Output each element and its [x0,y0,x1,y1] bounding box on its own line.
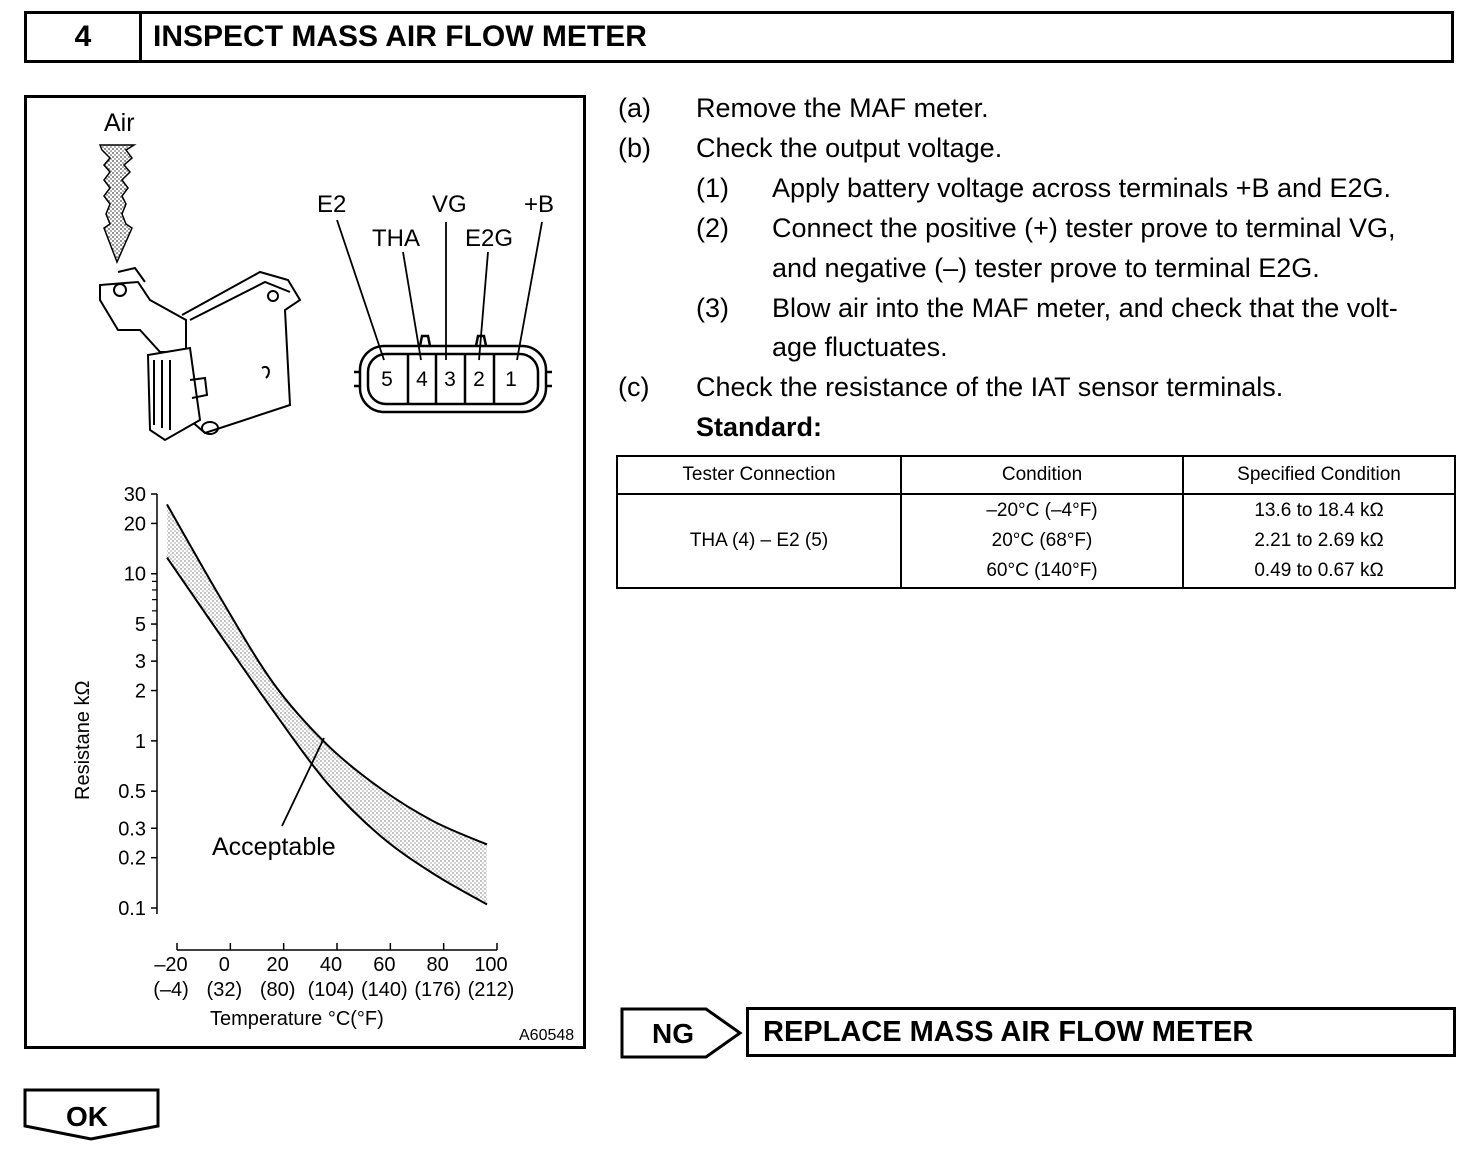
standard-heading: Standard: [696,412,823,442]
resistance-chart: 30 20 10 5 3 2 1 0.5 0.3 0.2 0.1 –20 (–4) 0 (32) 20 (80)… [118,484,514,1001]
y-tick-label: 2 [135,681,146,703]
y-tick-label: 0.1 [118,898,146,920]
x-tick-label-f: (80) [260,979,296,1001]
y-tick-label: 30 [124,484,146,506]
ng-action-box: REPLACE MASS AIR FLOW METER [746,1007,1456,1057]
maf-meter-icon [99,266,302,442]
figure-panel [24,95,586,1049]
pin-5: 5 [381,368,393,391]
step-b3-line1: Blow air into the MAF meter, and check t… [772,293,1398,323]
step-b2-line2: and negative (–) tester prove to termina… [772,253,1320,283]
chart-xlabel: Temperature °C(°F) [210,1008,384,1030]
x-tick-label-f: (32) [207,979,243,1001]
step-b2-line1: Connect the positive (+) tester prove to… [772,213,1396,243]
figure-code: A60548 [519,1027,574,1044]
terminal-tha-label: THA [372,225,420,252]
step-a-text: Remove the MAF meter. [696,93,989,123]
terminal-e2g-label: E2G [465,225,513,252]
condition-3: 60°C (140°F) [986,560,1098,581]
step-b2-label: (2) [696,213,729,243]
pin-3: 3 [444,368,456,391]
x-tick-label: 0 [219,954,230,976]
x-tick-label-f: (140) [361,979,408,1001]
x-tick-label-f: (–4) [153,979,189,1001]
specified-3: 0.49 to 0.67 kΩ [1254,560,1384,581]
x-tick-label: 20 [267,954,289,976]
terminal-e2-label: E2 [317,191,346,218]
terminal-plus-b-label: +B [524,191,554,218]
cell-conditions: –20°C (–4°F) 20°C (68°F) 60°C (140°F) [900,493,1184,589]
x-tick-label-f: (176) [414,979,461,1001]
terminal-vg-label: VG [432,191,467,218]
step-title: INSPECT MASS AIR FLOW METER [153,20,647,53]
ng-label: NG [652,1018,694,1049]
cell-connection: THA (4) – E2 (5) [616,493,902,589]
step-b1-text: Apply battery voltage across terminals +… [772,173,1392,203]
terminal-leader-lines [336,219,543,361]
specified-2: 2.21 to 2.69 kΩ [1254,530,1384,551]
cell-specified: 13.6 to 18.4 kΩ 2.21 to 2.69 kΩ 0.49 to … [1182,493,1456,589]
y-tick-label: 0.2 [118,848,146,870]
step-b-text: Check the output voltage. [696,133,1003,163]
condition-1: –20°C (–4°F) [986,500,1098,521]
spec-table: Tester Connection Condition Specified Co… [616,455,1456,589]
x-tick-label: 60 [373,954,395,976]
condition-2: 20°C (68°F) [991,530,1093,551]
x-tick-label-f: (212) [468,979,515,1001]
ok-arrow: OK [23,1088,160,1141]
col-header-condition: Condition [900,455,1184,495]
table-header-row: Tester Connection Condition Specified Co… [616,455,1456,495]
y-tick-label: 10 [124,564,146,586]
ng-action-text: REPLACE MASS AIR FLOW METER [763,1015,1254,1048]
air-flow-arrow-icon [98,144,137,264]
x-tick-label: 100 [474,954,507,976]
step-b3-label: (3) [696,293,729,323]
specified-1: 13.6 to 18.4 kΩ [1254,500,1384,521]
chart-ylabel: Resistane kΩ [72,681,94,800]
lower-limit-line [166,556,488,906]
y-tick-label: 3 [135,651,146,673]
pin-1: 1 [505,368,517,391]
annotation-leader [281,737,325,827]
x-tick-label-f: (104) [308,979,355,1001]
col-header-tester: Tester Connection [616,455,902,495]
x-tick-label: 80 [427,954,449,976]
ok-label: OK [66,1101,108,1132]
ng-arrow: NG [620,1007,743,1059]
air-label: Air [104,109,135,137]
acceptable-band [167,504,487,905]
step-c-label: (c) [618,372,650,402]
chart-annotation: Acceptable [212,833,336,861]
step-number: 4 [27,14,142,60]
step-a-label: (a) [618,93,651,123]
col-header-specified: Specified Condition [1182,455,1456,495]
table-row: THA (4) – E2 (5) –20°C (–4°F) 20°C (68°F… [616,493,1456,589]
step-b1-label: (1) [696,173,729,203]
y-tick-label: 0.3 [118,818,146,840]
step-b3-line2: age fluctuates. [772,332,948,362]
step-b-label: (b) [618,133,651,163]
connector-icon [354,334,552,414]
pin-4: 4 [416,368,428,391]
x-tick-label: –20 [154,954,187,976]
step-header: 4 INSPECT MASS AIR FLOW METER [24,11,1454,63]
upper-limit-line [166,503,488,846]
y-tick-label: 1 [135,731,146,753]
y-tick-label: 5 [135,614,146,636]
step-c-text: Check the resistance of the IAT sensor t… [696,372,1284,402]
y-tick-label: 20 [124,513,146,535]
pin-2: 2 [473,368,485,391]
x-tick-label: 40 [320,954,342,976]
y-tick-label: 0.5 [118,781,146,803]
